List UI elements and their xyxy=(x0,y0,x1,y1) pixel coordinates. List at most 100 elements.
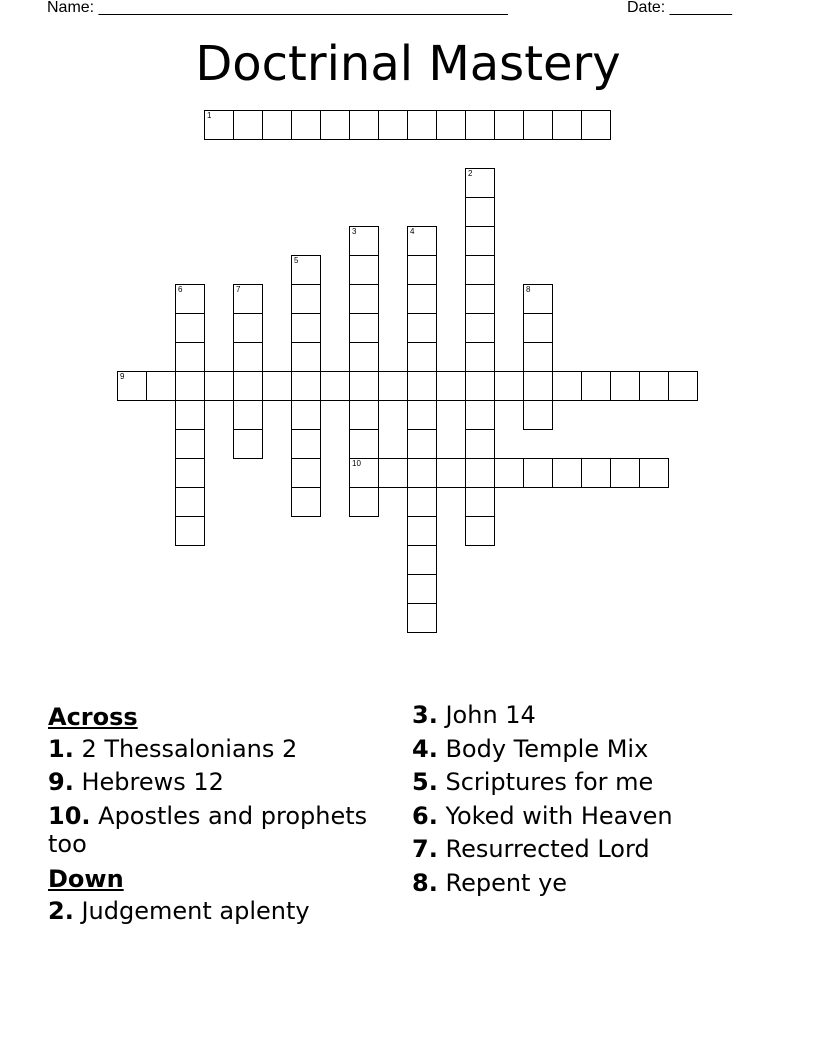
grid-cell[interactable] xyxy=(407,429,437,459)
grid-cell[interactable] xyxy=(465,487,495,517)
grid-cell[interactable] xyxy=(407,284,437,314)
grid-cell[interactable] xyxy=(204,371,234,401)
grid-cell[interactable] xyxy=(407,313,437,343)
grid-cell[interactable] xyxy=(407,342,437,372)
grid-cell[interactable] xyxy=(349,342,379,372)
grid-cell[interactable] xyxy=(291,342,321,372)
grid-cell[interactable] xyxy=(349,110,379,140)
grid-cell[interactable] xyxy=(349,255,379,285)
grid-cell[interactable] xyxy=(349,400,379,430)
grid-cell[interactable] xyxy=(465,516,495,546)
grid-cell[interactable] xyxy=(436,371,466,401)
grid-cell[interactable] xyxy=(465,429,495,459)
grid-cell[interactable] xyxy=(175,342,205,372)
grid-cell[interactable]: 3 xyxy=(349,226,379,256)
grid-cell[interactable] xyxy=(465,313,495,343)
grid-cell[interactable] xyxy=(378,458,408,488)
grid-cell[interactable] xyxy=(523,458,553,488)
grid-cell[interactable] xyxy=(407,255,437,285)
grid-cell[interactable] xyxy=(465,371,495,401)
grid-cell[interactable] xyxy=(262,110,292,140)
grid-cell[interactable] xyxy=(523,313,553,343)
grid-cell[interactable] xyxy=(407,603,437,633)
grid-cell[interactable] xyxy=(465,458,495,488)
grid-cell[interactable] xyxy=(494,110,524,140)
grid-cell[interactable] xyxy=(378,371,408,401)
grid-cell[interactable] xyxy=(349,284,379,314)
grid-cell[interactable] xyxy=(233,342,263,372)
grid-cell[interactable] xyxy=(291,400,321,430)
grid-cell[interactable] xyxy=(523,342,553,372)
grid-cell[interactable] xyxy=(175,487,205,517)
grid-cell[interactable]: 5 xyxy=(291,255,321,285)
grid-cell[interactable] xyxy=(349,487,379,517)
grid-cell[interactable] xyxy=(175,400,205,430)
grid-cell[interactable] xyxy=(349,429,379,459)
grid-cell[interactable] xyxy=(552,110,582,140)
grid-cell[interactable] xyxy=(465,400,495,430)
grid-cell[interactable] xyxy=(291,284,321,314)
grid-cell[interactable] xyxy=(349,313,379,343)
grid-cell[interactable] xyxy=(407,458,437,488)
grid-cell[interactable]: 4 xyxy=(407,226,437,256)
grid-cell[interactable] xyxy=(436,458,466,488)
grid-cell[interactable] xyxy=(262,371,292,401)
grid-cell[interactable] xyxy=(610,371,640,401)
grid-cell[interactable] xyxy=(465,110,495,140)
grid-cell[interactable] xyxy=(291,371,321,401)
grid-cell[interactable] xyxy=(465,197,495,227)
grid-cell[interactable] xyxy=(552,458,582,488)
grid-cell[interactable] xyxy=(523,400,553,430)
grid-cell[interactable] xyxy=(233,400,263,430)
grid-cell[interactable]: 6 xyxy=(175,284,205,314)
grid-cell[interactable] xyxy=(639,458,669,488)
grid-cell[interactable] xyxy=(610,458,640,488)
grid-cell[interactable]: 1 xyxy=(204,110,234,140)
grid-cell[interactable] xyxy=(175,429,205,459)
grid-cell[interactable] xyxy=(320,110,350,140)
grid-cell[interactable] xyxy=(175,516,205,546)
grid-cell[interactable] xyxy=(146,371,176,401)
grid-cell[interactable]: 2 xyxy=(465,168,495,198)
grid-cell[interactable] xyxy=(639,371,669,401)
grid-cell[interactable] xyxy=(407,400,437,430)
grid-cell[interactable]: 9 xyxy=(117,371,147,401)
grid-cell[interactable] xyxy=(291,458,321,488)
grid-cell[interactable] xyxy=(233,313,263,343)
grid-cell[interactable] xyxy=(175,458,205,488)
grid-cell[interactable] xyxy=(407,371,437,401)
grid-cell[interactable] xyxy=(465,342,495,372)
grid-cell[interactable] xyxy=(291,429,321,459)
grid-cell[interactable] xyxy=(465,255,495,285)
grid-cell[interactable] xyxy=(465,284,495,314)
grid-cell[interactable]: 7 xyxy=(233,284,263,314)
grid-cell[interactable] xyxy=(407,516,437,546)
grid-cell[interactable] xyxy=(581,458,611,488)
grid-cell[interactable] xyxy=(233,429,263,459)
grid-cell[interactable] xyxy=(378,110,408,140)
grid-cell[interactable] xyxy=(465,226,495,256)
grid-cell[interactable] xyxy=(523,110,553,140)
grid-cell[interactable] xyxy=(581,371,611,401)
grid-cell[interactable] xyxy=(407,545,437,575)
grid-cell[interactable]: 10 xyxy=(349,458,379,488)
grid-cell[interactable] xyxy=(407,487,437,517)
grid-cell[interactable] xyxy=(523,371,553,401)
grid-cell[interactable] xyxy=(175,313,205,343)
grid-cell[interactable] xyxy=(320,371,350,401)
grid-cell[interactable] xyxy=(552,371,582,401)
grid-cell[interactable] xyxy=(668,371,698,401)
grid-cell[interactable] xyxy=(291,110,321,140)
grid-cell[interactable] xyxy=(291,487,321,517)
grid-cell[interactable] xyxy=(407,574,437,604)
grid-cell[interactable] xyxy=(233,110,263,140)
grid-cell[interactable] xyxy=(291,313,321,343)
grid-cell[interactable] xyxy=(349,371,379,401)
grid-cell[interactable] xyxy=(175,371,205,401)
grid-cell[interactable] xyxy=(407,110,437,140)
grid-cell[interactable] xyxy=(494,458,524,488)
grid-cell[interactable] xyxy=(494,371,524,401)
grid-cell[interactable] xyxy=(233,371,263,401)
grid-cell[interactable] xyxy=(436,110,466,140)
grid-cell[interactable]: 8 xyxy=(523,284,553,314)
